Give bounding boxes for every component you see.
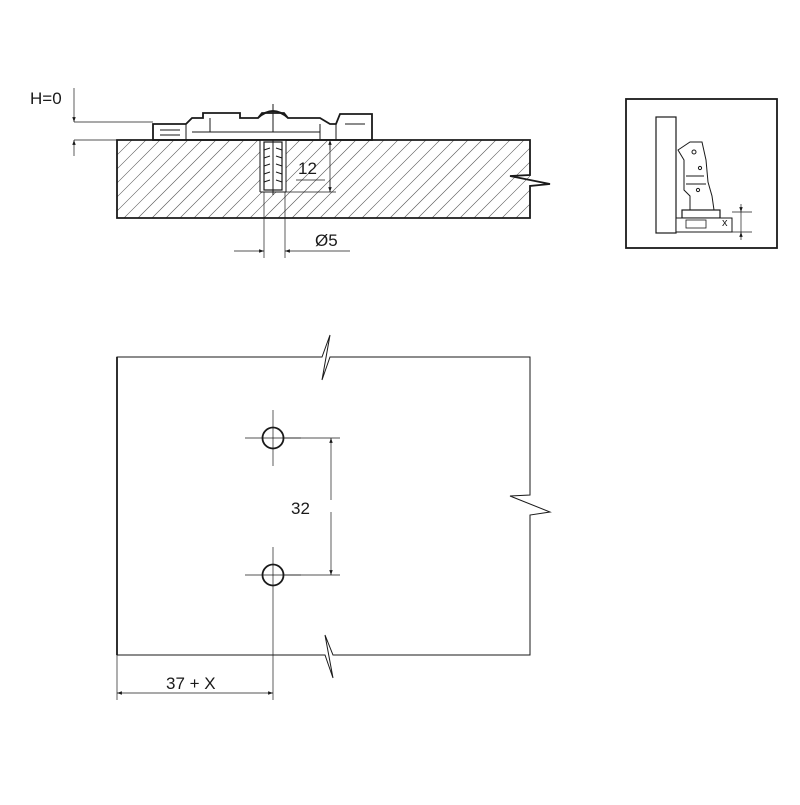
hatch-line: [123, 140, 203, 218]
hatch-line: [333, 140, 413, 218]
hatch-line: [117, 140, 175, 198]
height-dimension: H=0: [30, 88, 153, 156]
hatch-line: [249, 140, 329, 218]
hatch-line: [459, 147, 530, 218]
drill-hole-top: [245, 410, 301, 466]
hatch-line: [529, 217, 530, 218]
height-label: H=0: [30, 89, 62, 108]
hatch-line: [137, 140, 217, 218]
depth-label: 12: [298, 159, 317, 178]
expanding-dowel: [263, 140, 283, 195]
hatch-line: [375, 140, 455, 218]
hatch-line: [117, 140, 189, 212]
hatch-line: [165, 140, 245, 218]
diameter-label: Ø5: [315, 231, 338, 250]
plan-board-outline: [116, 334, 552, 679]
hatch-line: [544, 138, 624, 218]
inset-x-label: x: [722, 217, 728, 229]
hatch-line: [403, 140, 483, 218]
hatch-line: [291, 140, 371, 218]
drill-hole-bottom: [245, 547, 301, 700]
hinge-inset: x: [625, 98, 778, 249]
section-view: H=0 12 Ø5: [30, 88, 624, 258]
hatch-line: [319, 140, 399, 218]
hatch-line: [263, 140, 343, 218]
hole-spacing-dimension: 32: [283, 437, 340, 576]
depth-dimension: 12: [286, 140, 336, 193]
edge-offset-dimension: 37 + X: [116, 655, 273, 700]
plan-view: 32 37 + X: [116, 334, 552, 700]
hatch-line: [117, 140, 161, 184]
hatch-line: [487, 175, 530, 218]
hatch-line: [445, 140, 525, 218]
hatch-line: [151, 140, 231, 218]
mounting-plate: [152, 104, 373, 141]
hatch-line: [117, 140, 147, 170]
hatch-line: [361, 140, 441, 218]
hatch-line: [117, 140, 119, 142]
hatch-line: [117, 140, 133, 156]
hatch-line: [347, 140, 427, 218]
hatch-line: [179, 140, 259, 218]
hatch-line: [277, 140, 357, 218]
spacing-label: 32: [291, 499, 310, 518]
hatch-line: [473, 161, 530, 218]
diameter-dimension: Ø5: [234, 192, 350, 258]
hatch-line: [431, 140, 511, 218]
offset-label: 37 + X: [166, 674, 216, 693]
hatch-line: [305, 140, 385, 218]
hatch-line: [389, 140, 469, 218]
hatch-line: [501, 189, 530, 218]
hatch-line: [417, 140, 497, 218]
board-section-outline: [116, 139, 551, 219]
board-hatching: [117, 138, 624, 218]
